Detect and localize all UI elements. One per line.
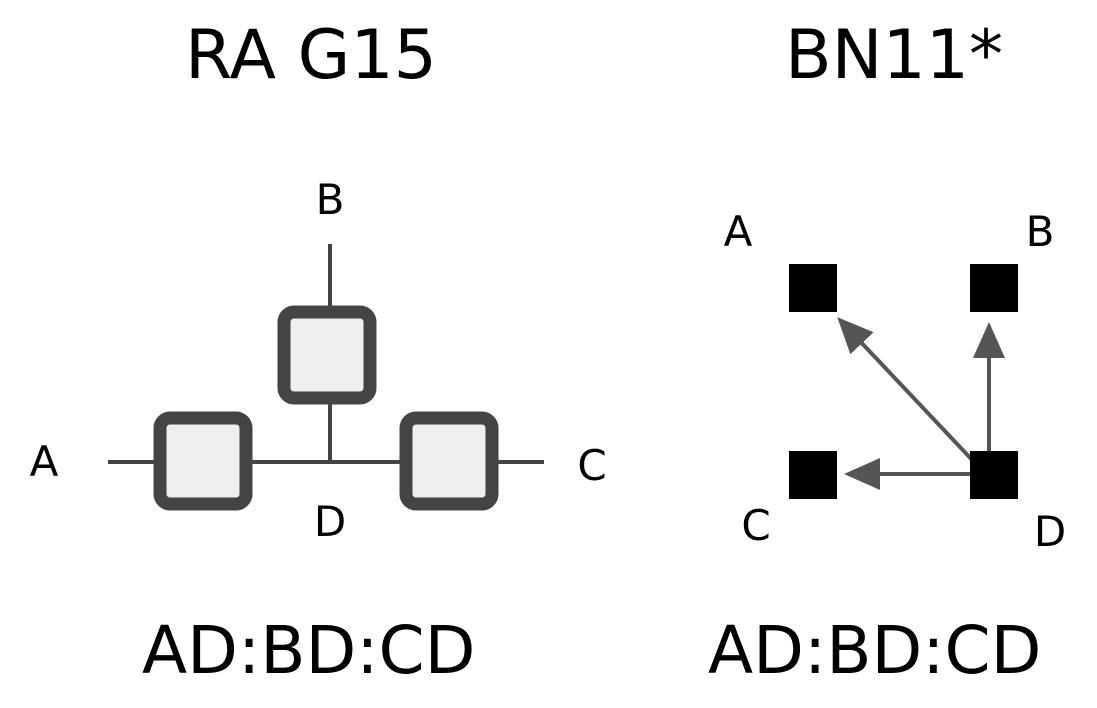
bn11-panel: BN11* A B C D AD:BD:CD: [560, 0, 1097, 708]
gate-a: [153, 411, 253, 511]
panel-title: BN11*: [785, 16, 1004, 95]
node-d: [970, 451, 1018, 499]
panel-caption: AD:BD:CD: [142, 612, 476, 689]
ra-g15-diagram: B A C D: [30, 175, 607, 546]
node-label-d: D: [314, 497, 346, 546]
gate-c: [399, 411, 499, 511]
node-label-a: A: [724, 207, 753, 256]
node-label-c: C: [577, 441, 606, 490]
node-a: [789, 264, 837, 312]
panel-caption: AD:BD:CD: [708, 612, 1042, 689]
node-b: [970, 264, 1018, 312]
node-label-a: A: [30, 437, 59, 486]
gate-b: [277, 305, 377, 405]
node-label-b: B: [1026, 207, 1055, 256]
panel-title: RA G15: [185, 16, 437, 95]
node-label-b: B: [316, 175, 345, 224]
node-label-d: D: [1034, 507, 1066, 556]
bn11-diagram: A B C D: [724, 207, 1067, 556]
ra-g15-panel: RA G15 B A C D AD:BD:CD: [30, 16, 607, 689]
node-c: [789, 451, 837, 499]
node-label-c: C: [741, 501, 770, 550]
arrow-d-to-a: [837, 317, 978, 466]
